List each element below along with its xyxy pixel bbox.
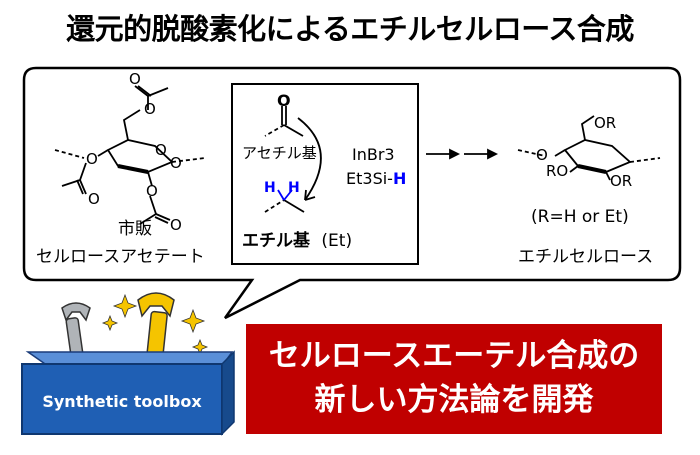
ethyl-group-structure — [264, 189, 305, 213]
atom-o-c6: O — [144, 100, 156, 118]
atom-o-c2: O — [146, 182, 158, 200]
atom-o-carbonyl-left: O — [88, 190, 100, 208]
product-ro-left: RO — [546, 162, 568, 180]
ethyl-label: エチル基 (Et) — [242, 230, 352, 251]
reagent-hydride: H — [393, 169, 406, 188]
atom-o-carbonyl-top: O — [129, 70, 141, 88]
atom-o-carbonyl-bottom: O — [170, 216, 182, 234]
product-or-right: OR — [610, 172, 632, 190]
banner-line2: 新しい方法論を開発 — [314, 382, 594, 418]
sparkle-icon — [101, 293, 209, 356]
reagent-line2-prefix: Et3Si- — [346, 169, 393, 188]
ethyl-label-paren: (Et) — [321, 231, 352, 251]
atom-o-c3: O — [86, 150, 98, 168]
acetyl-group-structure — [264, 106, 304, 137]
product-name: エチルセルロース — [518, 247, 653, 267]
carbonyl-oxygen: O — [277, 91, 291, 110]
reaction-box — [231, 83, 419, 265]
banner-line1: セルロースエーテル合成の — [268, 338, 640, 374]
conversion-arrow — [297, 117, 322, 201]
toolbox-body — [21, 363, 223, 435]
reagent-line1: InBr3 — [352, 145, 395, 164]
headline-banner: セルロースエーテル合成の 新しい方法論を開発 — [246, 324, 662, 434]
product-r-definition: (R=H or Et) — [531, 207, 629, 227]
acetyl-label: アセチル基 — [242, 144, 317, 162]
product-o-left: O — [536, 146, 548, 164]
start-material-name-line1: 市販 — [118, 219, 152, 239]
ethyl-cellulose-structure — [517, 115, 661, 181]
ethyl-label-bold: エチル基 — [242, 230, 311, 251]
ethyl-hydrogen-1: H — [264, 180, 276, 196]
ethyl-hydrogen-2: H — [288, 180, 300, 196]
reaction-arrows — [426, 148, 499, 160]
cellulose-acetate-structure — [54, 85, 206, 225]
toolbox-label: Synthetic toolbox — [42, 392, 202, 411]
start-material-name-line2: セルロースアセテート — [36, 247, 205, 267]
page-title: 還元的脱酸素化によるエチルセルロース合成 — [66, 12, 634, 46]
reagent-line2: Et3Si-H — [346, 169, 406, 188]
atom-o-ring: O — [155, 141, 167, 159]
speech-bubble — [22, 66, 682, 320]
toolbox-icon — [21, 292, 235, 436]
atom-o-glyco: O — [170, 154, 182, 172]
product-or-top: OR — [594, 114, 616, 132]
